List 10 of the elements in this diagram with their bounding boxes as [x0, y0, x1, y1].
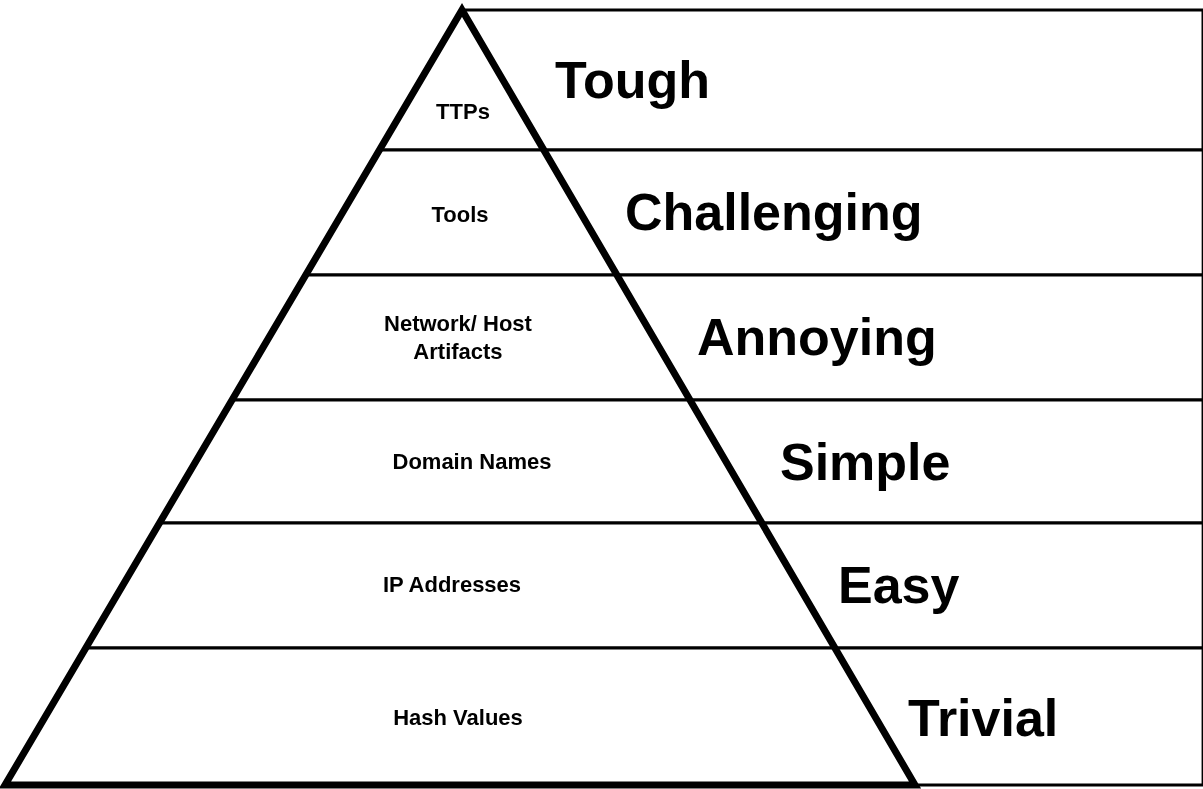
tier-label: Tools	[430, 201, 490, 229]
difficulty-label: Tough	[555, 50, 710, 110]
tier-label: Hash Values	[392, 704, 524, 732]
difficulty-label: Trivial	[908, 688, 1059, 748]
tier-label: Network/ Host Artifacts	[383, 310, 533, 366]
tier-label: TTPs	[435, 98, 491, 126]
difficulty-label: Simple	[780, 432, 951, 492]
difficulty-label: Challenging	[625, 182, 923, 242]
difficulty-label: Easy	[838, 555, 960, 615]
difficulty-label: Annoying	[697, 307, 937, 367]
